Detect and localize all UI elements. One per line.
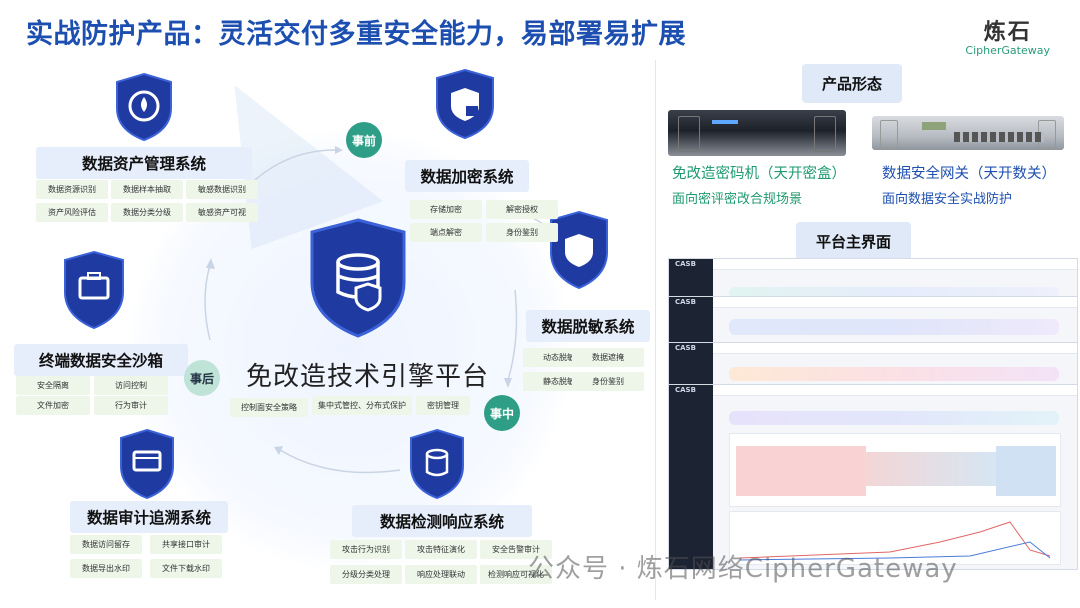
encrypt-shield-icon [436,68,494,140]
stage-before-badge: 事前 [346,122,382,158]
asset-chip: 敏感数据识别 [186,180,258,199]
engine-title: 免改造技术引擎平台 [246,362,490,392]
screen-brand: CASB [675,344,696,352]
encrypt-chip: 端点解密 [410,223,482,242]
detect-chip: 响应处理联动 [405,565,477,584]
detect-shield-icon [410,428,464,500]
audit-shield-icon [120,428,174,500]
product1-name: 免改造密码机（天开密盒） [672,166,846,182]
engine-chip: 密钥管理 [416,396,470,415]
sandbox-chip: 行为审计 [94,396,168,415]
encrypt-system-title: 数据加密系统 [405,160,529,192]
brand-logo: 炼石 CipherGateway [965,14,1050,57]
audit-chip: 文件下载水印 [150,559,222,578]
mask-system-title: 数据脱敏系统 [526,310,650,342]
audit-chip: 共享接口审计 [150,535,222,554]
mask-chip: 数据遮掩 [572,348,644,367]
sandbox-chip: 访问控制 [94,376,168,395]
asset-shield-icon [116,72,172,142]
section-divider [655,60,656,600]
detect-chip: 攻击行为识别 [330,540,402,559]
audit-system-title: 数据审计追溯系统 [70,501,228,533]
asset-chip: 数据资源识别 [36,180,108,199]
sandbox-chip: 文件加密 [16,396,90,415]
encrypt-chip: 解密授权 [486,200,558,219]
product2-name: 数据安全网关（天开数关） [882,166,1056,182]
page-title: 实战防护产品：灵活交付多重安全能力，易部署易扩展 [26,19,686,50]
product2-sub: 面向数据安全实战防护 [882,192,1013,207]
stage-during-badge: 事中 [484,395,520,431]
stage-after-badge: 事后 [184,360,220,396]
encrypt-chip: 存储加密 [410,200,482,219]
mask-shield-icon [550,210,608,290]
cipher-machine-image [668,110,846,156]
platform-screenshot-2: CASB [668,296,1078,350]
sandbox-shield-icon [64,250,124,330]
audit-chip: 数据访问留存 [70,535,142,554]
detect-chip: 分级分类处理 [330,565,402,584]
cycle-arrows [204,146,551,474]
detect-chip: 攻击特征演化 [405,540,477,559]
logo-en: CipherGateway [965,44,1050,57]
audit-chip: 数据导出水印 [70,559,142,578]
asset-chip: 资产风险评估 [36,203,108,222]
sandbox-title: 终端数据安全沙箱 [14,344,188,376]
detect-system-title: 数据检测响应系统 [352,505,532,537]
asset-chip: 数据样本抽取 [111,180,183,199]
detect-chip: 检测响应可视化 [480,565,552,584]
asset-chip: 数据分类分级 [111,203,183,222]
screen-brand: CASB [675,260,696,268]
engine-chip: 控制面安全策略 [230,398,308,417]
screen-brand: CASB [675,298,696,306]
encrypt-chip: 身份鉴别 [486,223,558,242]
asset-chip: 敏感资产可视 [186,203,258,222]
sandbox-chip: 安全隔离 [16,376,90,395]
product1-sub: 面向密评密改合规场景 [672,192,803,207]
watermark-text: 公众号 · 炼石网络CipherGateway [528,554,958,584]
logo-cn: 炼石 [983,20,1032,45]
screen-brand: CASB [675,386,696,394]
asset-system-title: 数据资产管理系统 [36,147,252,179]
product-form-title: 产品形态 [802,64,903,103]
mask-chip: 身份鉴别 [572,372,644,391]
engine-chip: 集中式管控、分布式保护 [312,396,412,415]
detect-chip: 安全告警审计 [480,540,552,559]
engine-shield-icon [310,218,406,338]
platform-screenshot-4: CASB [668,384,1078,570]
gateway-image [872,116,1064,150]
platform-screenshot-3: CASB [668,342,1078,392]
platform-ui-title: 平台主界面 [796,222,912,261]
